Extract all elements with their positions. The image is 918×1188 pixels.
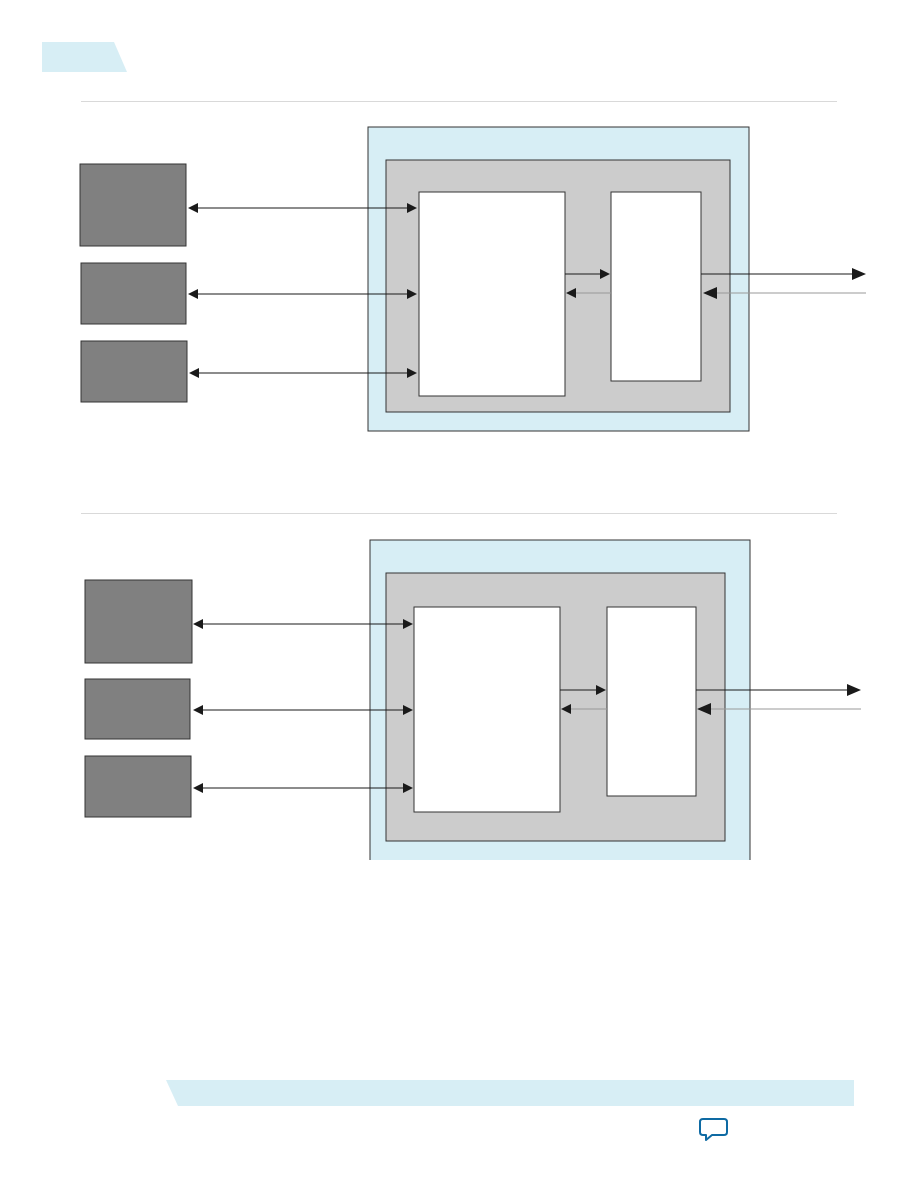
controller-block	[418, 191, 566, 397]
external-device-2	[84, 678, 191, 740]
external-device-1	[84, 579, 193, 664]
footer-band-shape	[166, 1080, 854, 1106]
external-device-3	[80, 340, 188, 403]
footer-band	[166, 1080, 854, 1106]
external-device-3	[84, 755, 192, 818]
page-header-tab-shape	[42, 42, 127, 72]
block-diagram-2	[84, 539, 861, 860]
external-device-1	[79, 163, 187, 247]
separator-top	[81, 101, 837, 102]
interface-block	[606, 606, 697, 797]
page-header-tab	[42, 42, 127, 72]
block-diagram-1	[79, 126, 866, 432]
speech-bubble-icon[interactable]	[699, 1117, 729, 1143]
external-device-2	[80, 262, 187, 325]
separator-middle	[81, 513, 837, 514]
interface-block	[610, 191, 702, 382]
controller-block	[413, 606, 561, 813]
